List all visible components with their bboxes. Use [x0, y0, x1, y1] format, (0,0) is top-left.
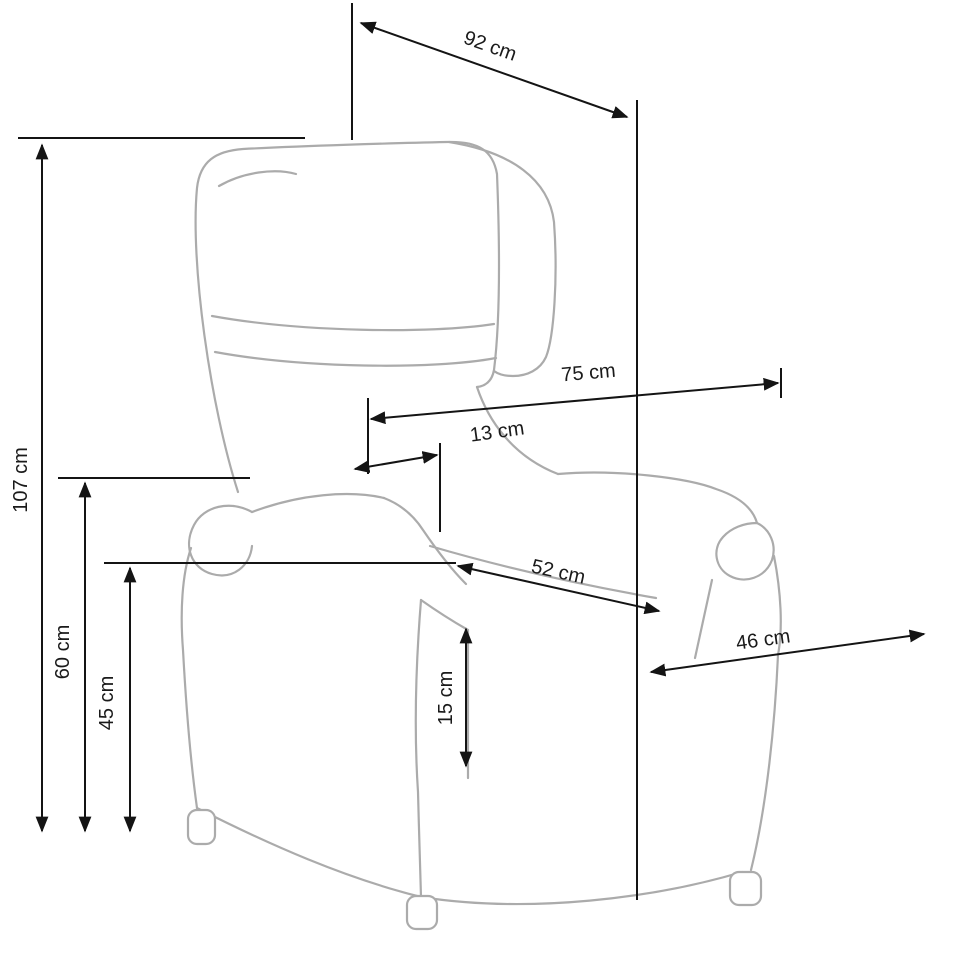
chair-seat-front-edge — [419, 598, 470, 632]
dimension-label-15cm: 15 cm — [435, 671, 457, 725]
chair-backrest-outline — [194, 140, 501, 494]
dimension-label-13cm: 13 cm — [469, 417, 526, 446]
chair-back-seam-upper — [210, 314, 496, 332]
chair-right-arm-roll — [715, 521, 775, 581]
dimension-arrow-75cm — [369, 377, 780, 425]
chair-right-arm-top — [556, 471, 759, 525]
chair-left-arm-outer — [180, 546, 199, 810]
chair-wing — [447, 140, 557, 378]
dimension-label-75cm: 75 cm — [560, 360, 616, 387]
dimension-arrow-92cm — [359, 21, 629, 119]
dimension-label-107cm: 107 cm — [10, 447, 32, 513]
chair-drawing — [180, 140, 782, 931]
chair-front-left-edge — [414, 598, 423, 899]
chair-right-arm-inner — [693, 578, 714, 660]
chair-left-arm-top — [250, 492, 386, 514]
dimension-arrow-46cm — [649, 629, 926, 677]
dimension-label-60cm: 60 cm — [52, 625, 74, 679]
chair-base-bottom-edge — [195, 806, 744, 906]
chair-left-arm-roll — [188, 504, 254, 577]
dimension-labels: 92 cm 107 cm 60 cm 45 cm 75 cm 13 cm 52 … — [10, 27, 792, 730]
dimension-label-45cm: 45 cm — [96, 676, 118, 730]
dimension-label-46cm: 46 cm — [735, 625, 792, 654]
dimension-arrow-13cm — [353, 451, 439, 473]
extension-lines — [18, 3, 782, 900]
dimension-label-92cm: 92 cm — [461, 27, 520, 66]
dimension-arrow-52cm — [456, 562, 661, 615]
chair-right-arm-outer — [749, 554, 782, 872]
chair-left-arm-inner — [382, 496, 468, 586]
chair-leg-left — [186, 808, 217, 846]
chair-headrest-crease — [217, 170, 298, 188]
chair-leg-front — [405, 894, 439, 931]
chair-back-seam-lower — [213, 350, 498, 367]
chair-leg-right — [728, 870, 763, 907]
dimension-arrows — [35, 21, 926, 833]
